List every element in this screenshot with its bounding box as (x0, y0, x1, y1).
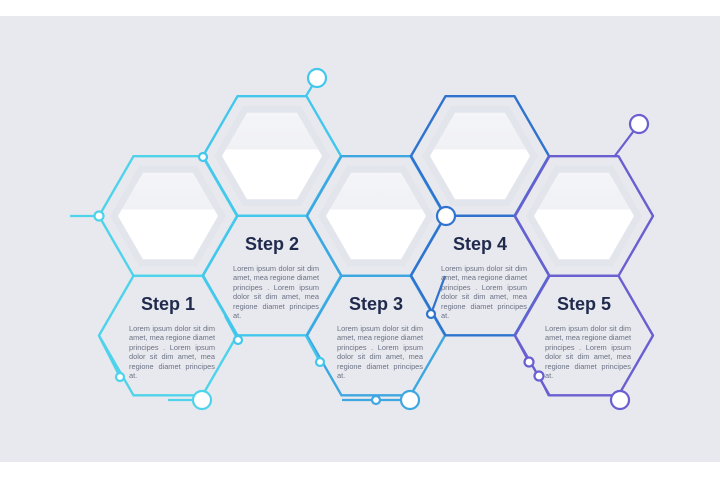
step-2-title: Step 2 (244, 234, 300, 254)
connector-dot (628, 113, 650, 135)
connector-dots (93, 67, 650, 411)
connector-dot (197, 151, 209, 163)
connector-dot (191, 389, 213, 411)
step-5-tile (534, 172, 634, 260)
connector-dot (232, 334, 244, 346)
connector-line (429, 275, 447, 315)
connector-dot (93, 210, 105, 222)
connector-dot (609, 389, 631, 411)
step-4-description: Lorem ipsum dolor sit dim amet, mea regi… (441, 264, 527, 321)
connector-dot (523, 356, 535, 368)
step-5-description: Lorem ipsum dolor sit dim amet, mea regi… (545, 324, 631, 381)
connector-dot (114, 371, 126, 383)
connector-line (98, 335, 121, 378)
hexagon-tiles (110, 105, 642, 267)
step-4-tile (430, 112, 530, 200)
step-2-tile (222, 112, 322, 200)
step-1-title: Step 1 (140, 294, 196, 314)
step-1-description: Lorem ipsum dolor sit dim amet, mea regi… (129, 324, 215, 381)
connector-dot (425, 308, 437, 320)
step-3-title: Step 3 (348, 294, 404, 314)
step-1-tile (118, 172, 218, 260)
step-5-title: Step 5 (556, 294, 612, 314)
connector-dot (399, 389, 421, 411)
connector-dot (533, 370, 545, 382)
step-4-title: Step 4 (452, 234, 508, 254)
step-2-description: Lorem ipsum dolor sit dim amet, mea regi… (233, 264, 319, 321)
step-3-description: Lorem ipsum dolor sit dim amet, mea regi… (337, 324, 423, 381)
connector-dot (314, 356, 326, 368)
connector-dot (306, 67, 328, 89)
step-3-tile (326, 172, 426, 260)
connector-dot (435, 205, 457, 227)
connector-dot (370, 394, 382, 406)
